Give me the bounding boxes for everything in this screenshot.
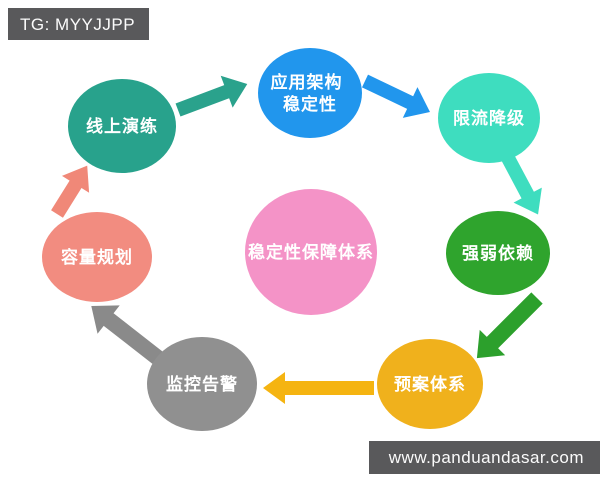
node-label: 预案体系 (394, 374, 466, 395)
node-circle (377, 339, 483, 429)
node-strong-weak-dependency: 强弱依赖 (446, 211, 550, 295)
arrow-shape (91, 305, 168, 369)
node-circle (258, 48, 362, 138)
arrow-shape (361, 74, 430, 118)
watermark-telegram-badge: TG: MYYJJPP (8, 8, 150, 40)
node-circle (438, 73, 540, 163)
node-circle (245, 189, 377, 315)
node-label: 监控告警 (166, 374, 238, 395)
node-circle (446, 211, 550, 295)
arrow-capacity-to-online-drill (51, 165, 90, 218)
arrow-monitoring-to-capacity (91, 305, 168, 369)
node-contingency-plan-system: 预案体系 (377, 339, 483, 429)
node-label: 限流降级 (453, 108, 525, 129)
arrow-plan-to-monitoring (263, 372, 374, 404)
watermark-website-badge: www.panduandasar.com (368, 441, 600, 474)
node-rate-limit-degrade: 限流降级 (438, 73, 540, 163)
arrow-app-architecture-to-rate-limit (361, 74, 430, 118)
arrow-rate-limit-to-dependency (501, 154, 542, 215)
arrow-shape (476, 292, 543, 359)
node-stability-assurance-system: 稳定性保障体系 (245, 189, 377, 315)
arrow-shape (175, 75, 248, 117)
node-label: 强弱依赖 (462, 243, 534, 264)
arrow-online-drill-to-app-architecture (175, 75, 248, 117)
node-app-architecture-stability: 应用架构 稳定性 (258, 48, 362, 138)
node-circle (68, 79, 176, 173)
node-label: 线上演练 (86, 116, 158, 137)
node-circle (147, 337, 257, 431)
arrow-dependency-to-plan (476, 292, 543, 359)
arrow-shape (51, 165, 90, 218)
node-label: 稳定性保障体系 (248, 242, 374, 263)
arrow-shape (263, 372, 374, 404)
node-capacity-planning: 容量规划 (42, 212, 152, 302)
node-circle (42, 212, 152, 302)
node-label: 容量规划 (61, 247, 133, 268)
node-online-drill: 线上演练 (68, 79, 176, 173)
arrow-shape (501, 154, 542, 215)
node-monitoring-alerting: 监控告警 (147, 337, 257, 431)
node-label: 应用架构 稳定性 (271, 72, 350, 115)
